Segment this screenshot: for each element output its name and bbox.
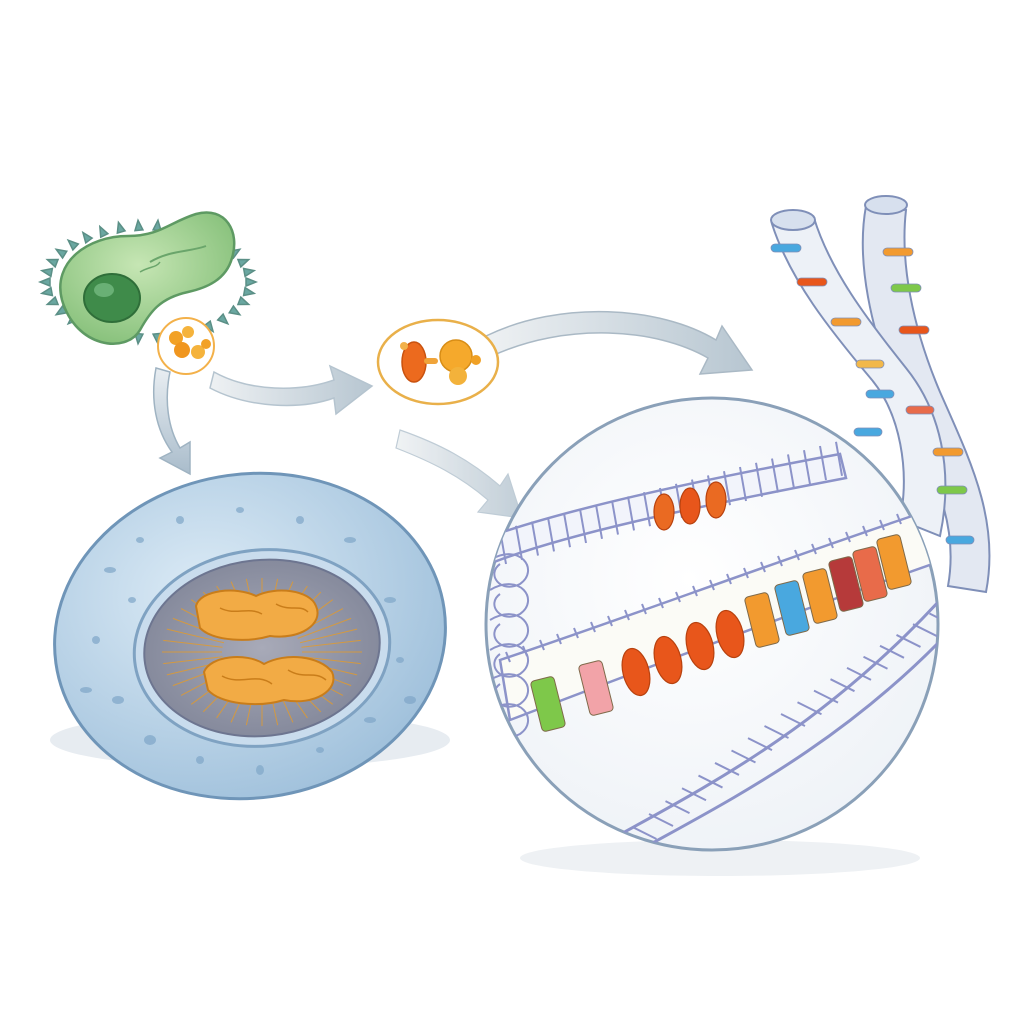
bacterium-icon xyxy=(37,211,259,346)
protein-icon xyxy=(376,318,500,406)
chromatin xyxy=(162,578,362,726)
arrow-protein-to-chromosome xyxy=(485,310,754,375)
dna-helix-main xyxy=(498,501,938,732)
arrow-to-dna-lens xyxy=(395,429,523,519)
chromosome-icon xyxy=(770,195,991,594)
lens-shadow xyxy=(520,840,920,876)
bacterium-nucleus xyxy=(83,273,141,323)
arrow-bacterium-to-cell xyxy=(153,367,191,476)
cell-icon xyxy=(53,471,447,801)
small-protein-icon xyxy=(157,317,215,375)
arrow-protein-to-protein xyxy=(209,364,374,416)
magnifier-lens-icon xyxy=(484,396,940,852)
dna-helix-lower xyxy=(609,598,938,850)
